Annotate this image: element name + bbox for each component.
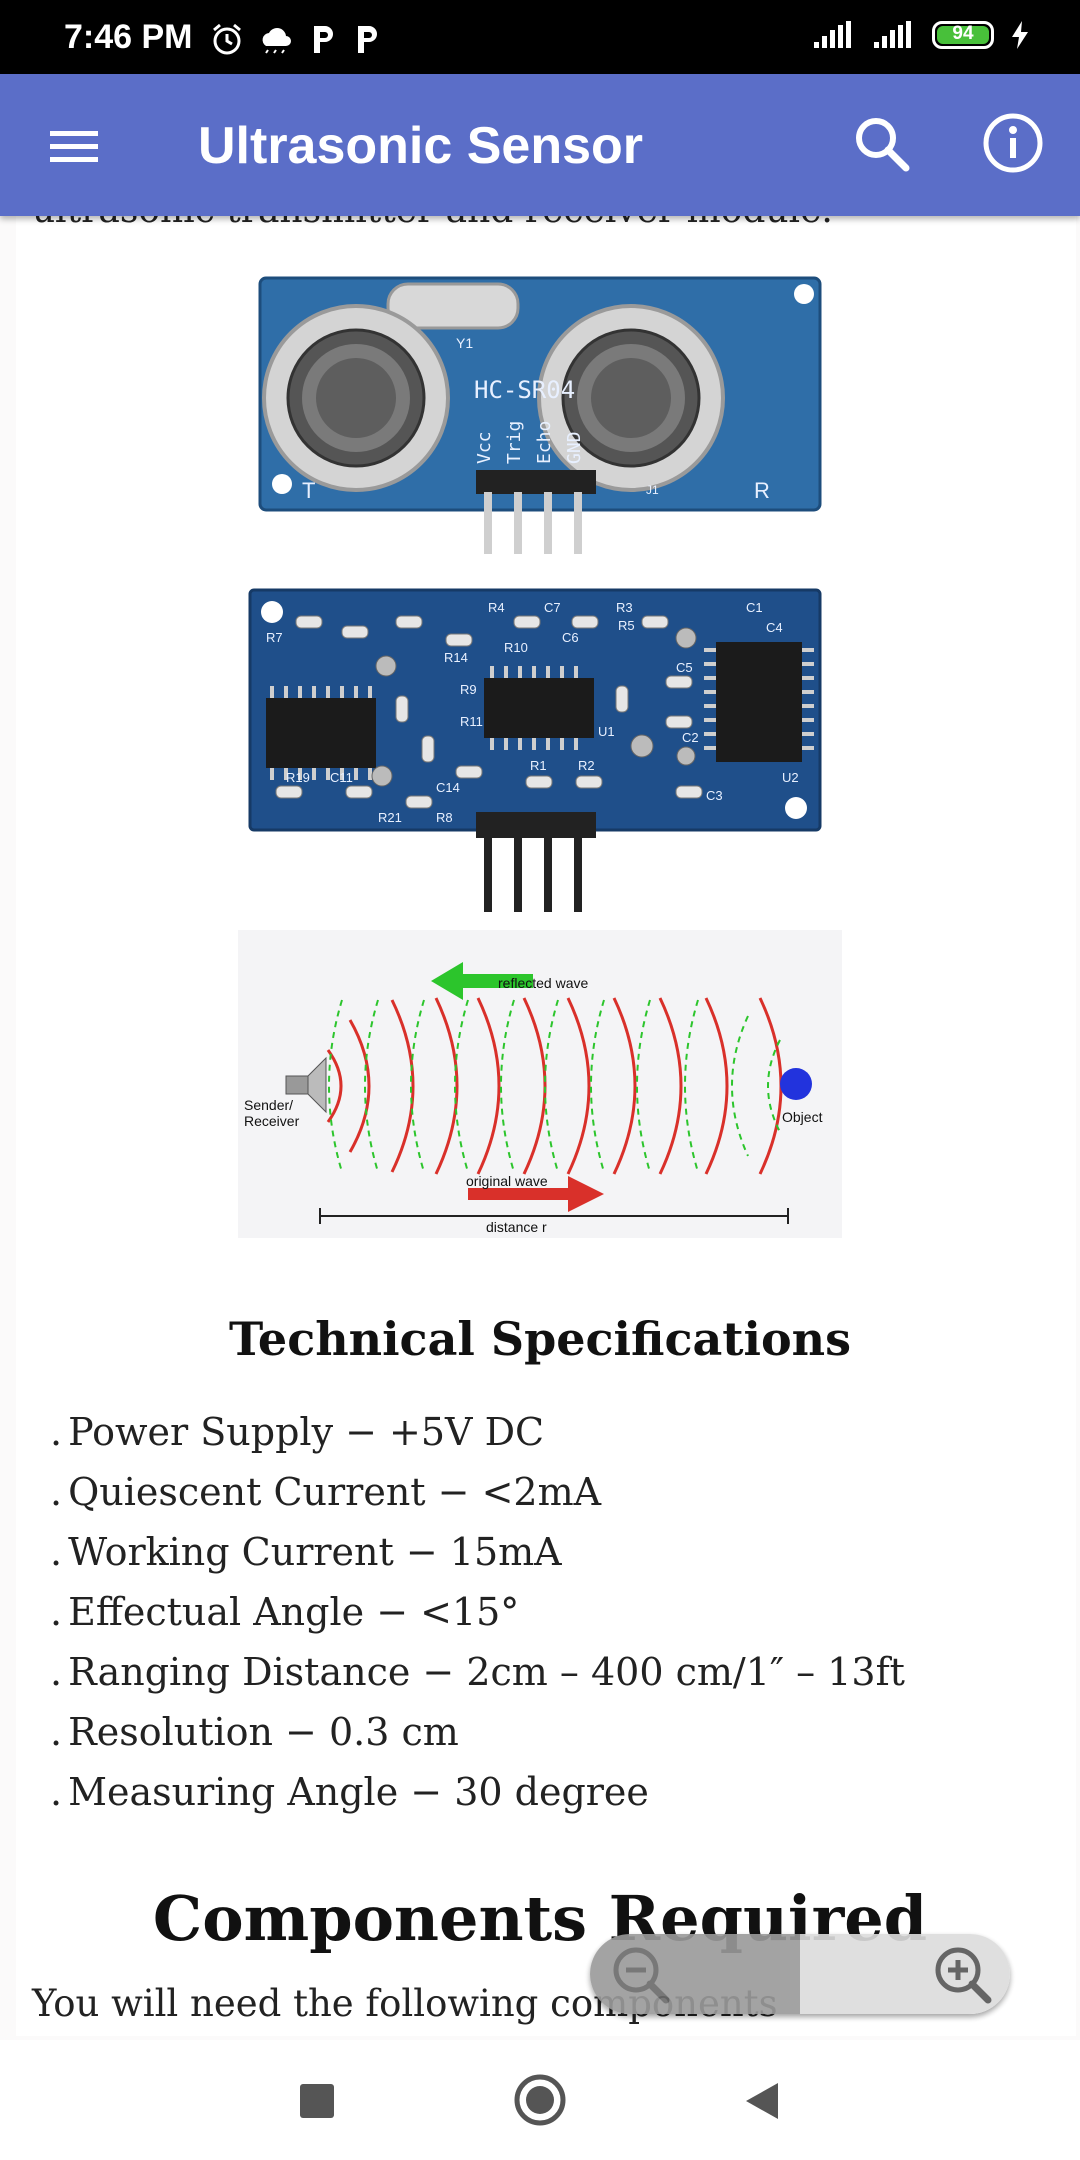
sensor-front-image: Y1 HC-SR04 Vcc Trig Echo GND T R J1 [258,276,822,554]
charging-icon [1012,21,1028,49]
back-label-r19: R19 [286,770,310,785]
spec-item: Working Current − 15mA [56,1522,905,1582]
menu-button[interactable] [46,118,106,174]
spec-heading: Technical Specifications [228,1312,852,1366]
p-app-icon [358,26,377,53]
back-label-c6: C6 [562,630,579,645]
back-label-r14: R14 [444,650,468,665]
back-label-r8: R8 [436,810,453,825]
zoom-in-button[interactable] [800,1934,1010,2014]
back-label-c3: C3 [706,788,723,803]
receiver-label: Receiver [244,1113,300,1129]
weather-icon [262,28,291,54]
status-icons-right: 94 [812,20,1030,50]
info-icon [983,113,1043,173]
spec-item: Power Supply − +5V DC [56,1402,905,1462]
reflected-wave-label: reflected wave [498,975,588,991]
back-label-c2: C2 [682,730,699,745]
zoom-control [590,1934,1010,2014]
label-gnd: GND [564,431,585,464]
back-label-r4: R4 [488,600,505,615]
label-vcc: Vcc [474,431,495,464]
search-button[interactable] [850,112,914,176]
status-time: 7:46 PM [64,18,193,56]
back-label-r3: R3 [616,600,633,615]
back-label-r9: R9 [460,682,477,697]
menu-icon [50,131,98,162]
back-label-c14: C14 [436,780,460,795]
back-label-c11: C11 [330,770,353,785]
back-label-r5: R5 [618,618,635,633]
signal-icon [814,21,851,48]
spec-item: Resolution − 0.3 cm [56,1702,905,1762]
recents-icon [300,2084,334,2118]
sensor-back-image: R7 R4 C7 R3 C1 C4 R14 R10 C6 R5 C5 C2 R1… [248,588,822,912]
home-icon [514,2074,566,2126]
label-y1: Y1 [456,335,473,351]
home-button[interactable] [512,2072,568,2128]
app-bar: Ultrasonic Sensor [0,74,1080,216]
back-label-r7: R7 [266,630,283,645]
object-label: Object [782,1109,823,1125]
zoom-out-button[interactable] [590,1934,800,2014]
sender-label: Sender/ [244,1097,293,1113]
label-trig: Trig [504,421,525,464]
alarm-icon [213,23,241,55]
wave-diagram-image: reflected wave Sender/ Receiver [238,930,842,1238]
battery-fill [937,26,989,44]
original-wave-label: original wave [466,1173,548,1189]
zoom-out-icon [613,1947,670,2004]
p-app-icon [314,26,333,53]
spec-item: Measuring Angle − 30 degree [56,1762,905,1822]
status-icons-left [210,22,382,56]
app-title: Ultrasonic Sensor [198,117,644,175]
spec-list: Power Supply − +5V DC Quiescent Current … [56,1402,905,1822]
label-echo: Echo [534,421,555,464]
back-label-u1: U1 [598,724,615,739]
spec-item: Ranging Distance − 2cm – 400 cm/1″ – 13f… [56,1642,905,1702]
back-icon [746,2083,778,2119]
back-label-c7: C7 [544,600,561,615]
back-label-r11: R11 [460,714,483,729]
info-button[interactable] [980,110,1046,176]
label-j1: J1 [646,483,659,497]
back-label-u2: U2 [782,770,799,785]
spec-item: Quiescent Current − <2mA [56,1462,905,1522]
navigation-bar [0,2040,1080,2160]
back-label-r1: R1 [530,758,547,773]
zoom-in-icon [935,1947,992,2004]
distance-label: distance r [486,1219,547,1235]
label-model: HC-SR04 [474,376,575,404]
signal-icon [874,21,911,48]
label-r: R [754,478,770,503]
back-label-r2: R2 [578,758,595,773]
back-label-c1: C1 [746,600,763,615]
recents-button[interactable] [294,2078,340,2124]
article-content: ultrasonic transmitter and receiver modu… [16,216,1076,2036]
status-bar: 7:46 PM 94 [0,0,1080,74]
label-t: T [302,478,315,503]
battery-level: 94 [952,23,974,44]
back-label-r21: R21 [378,810,402,825]
back-label-c5: C5 [676,660,693,675]
back-label-r10: R10 [504,640,528,655]
cut-off-paragraph: ultrasonic transmitter and receiver modu… [32,216,833,231]
battery-indicator: 94 [932,21,994,49]
back-label-c4: C4 [766,620,783,635]
search-icon [856,118,910,172]
back-button[interactable] [740,2078,786,2124]
spec-item: Effectual Angle − <15° [56,1582,905,1642]
